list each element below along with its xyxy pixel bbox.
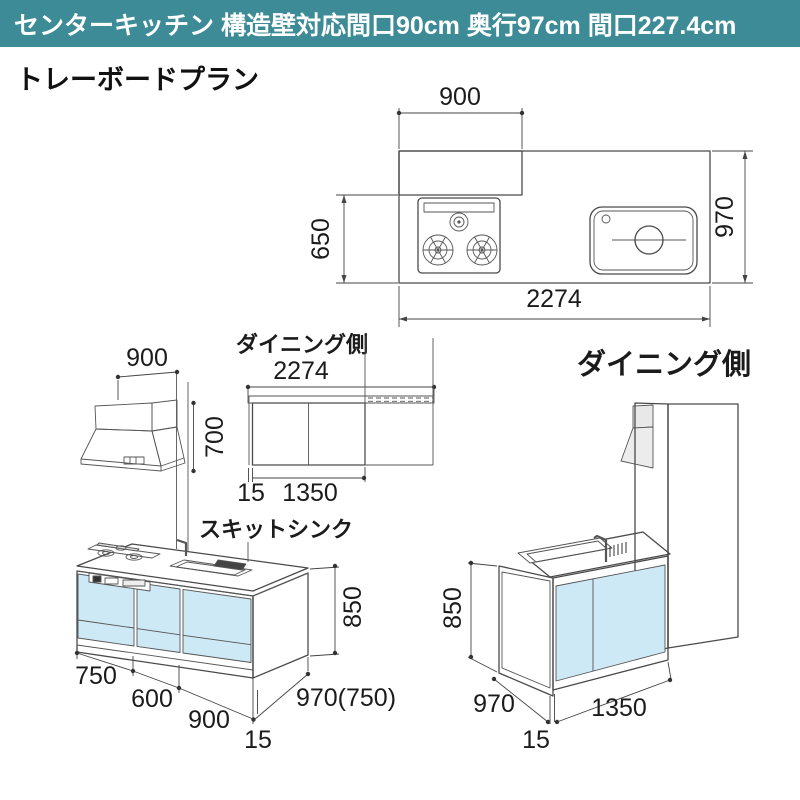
toe-kick-line (76, 644, 254, 671)
structural-wall-hatch (398, 150, 523, 196)
plan-dim-2274: 2274 (526, 285, 582, 313)
cooktop-isometric (87, 542, 161, 592)
front-dim-750: 750 (75, 662, 117, 690)
counter-edge-strip (247, 395, 435, 404)
sink-isometric (169, 538, 253, 577)
page-title: センターキッチン 構造壁対応間口90cm 奥行97cm 間口227.4cm (14, 11, 737, 40)
plan-view: 900 650 970 2274 (307, 83, 753, 327)
hood-dim-900: 900 (126, 344, 168, 372)
hood-dimensions: 900 700 (115, 344, 229, 474)
dining-cabinet-end-face (498, 565, 554, 697)
dining-isometric-view: 850 970 15 1350 (439, 402, 739, 754)
dining-sink (517, 534, 627, 564)
tall-panel-front-face (667, 403, 739, 649)
trayboard-bottom-dimensions: 15 1350 (237, 467, 367, 507)
front-dim-600: 600 (131, 685, 173, 713)
skit-sink-label: スキットシンク (199, 517, 353, 542)
dining-side-heading: ダイニング側 (577, 347, 751, 381)
front-dim-850: 850 (339, 586, 367, 628)
front-isometric-view: スキットシンク 750 600 900 15 970(750) (74, 517, 396, 754)
front-dim-970-750: 970(750) (296, 684, 396, 712)
plan-sink (589, 206, 698, 275)
dining-dim-970: 970 (473, 690, 515, 718)
front-dim-15: 15 (244, 726, 272, 754)
plan-dim-900: 900 (439, 83, 481, 111)
dining-cabinet-end-panel (501, 571, 551, 689)
hood-view: 900 700 (80, 344, 229, 552)
plan-dim-970: 970 (711, 196, 739, 238)
dining-view-dimensions: 850 970 15 1350 (439, 560, 673, 754)
plan-dimensions: 900 650 970 2274 (307, 83, 753, 327)
front-view-dimensions: 750 600 900 15 970(750) 850 (74, 563, 396, 754)
page-header: センターキッチン 構造壁対応間口90cm 奥行97cm 間口227.4cm (0, 0, 800, 47)
plan-dim-650: 650 (307, 218, 335, 260)
front-dim-900: 900 (188, 706, 230, 734)
range-hood (80, 399, 186, 472)
trayboard-dim-15: 15 (237, 479, 265, 507)
trayboard-elevation: ダイニング側 2274 15 1350 (236, 332, 437, 507)
trayboard-label-dining-side: ダイニング側 (236, 332, 368, 357)
plan-cooktop (417, 197, 501, 274)
dining-hood (620, 404, 654, 469)
cabinet-doors (77, 573, 252, 663)
dining-dim-1350: 1350 (591, 694, 647, 722)
cabinet-side-face (252, 572, 309, 679)
hood-dim-700: 700 (201, 416, 229, 458)
trayboard-dim-1350: 1350 (282, 479, 338, 507)
plan-counter-outline (398, 150, 711, 284)
trayboard-dim-2274: 2274 (273, 357, 329, 385)
dining-dim-850: 850 (439, 587, 467, 629)
dining-dim-15: 15 (522, 726, 550, 754)
dining-trayboard-doors (555, 564, 666, 682)
plan-name-title: トレーボードプラン (16, 65, 259, 95)
dining-cabinet-front-face (552, 555, 669, 691)
